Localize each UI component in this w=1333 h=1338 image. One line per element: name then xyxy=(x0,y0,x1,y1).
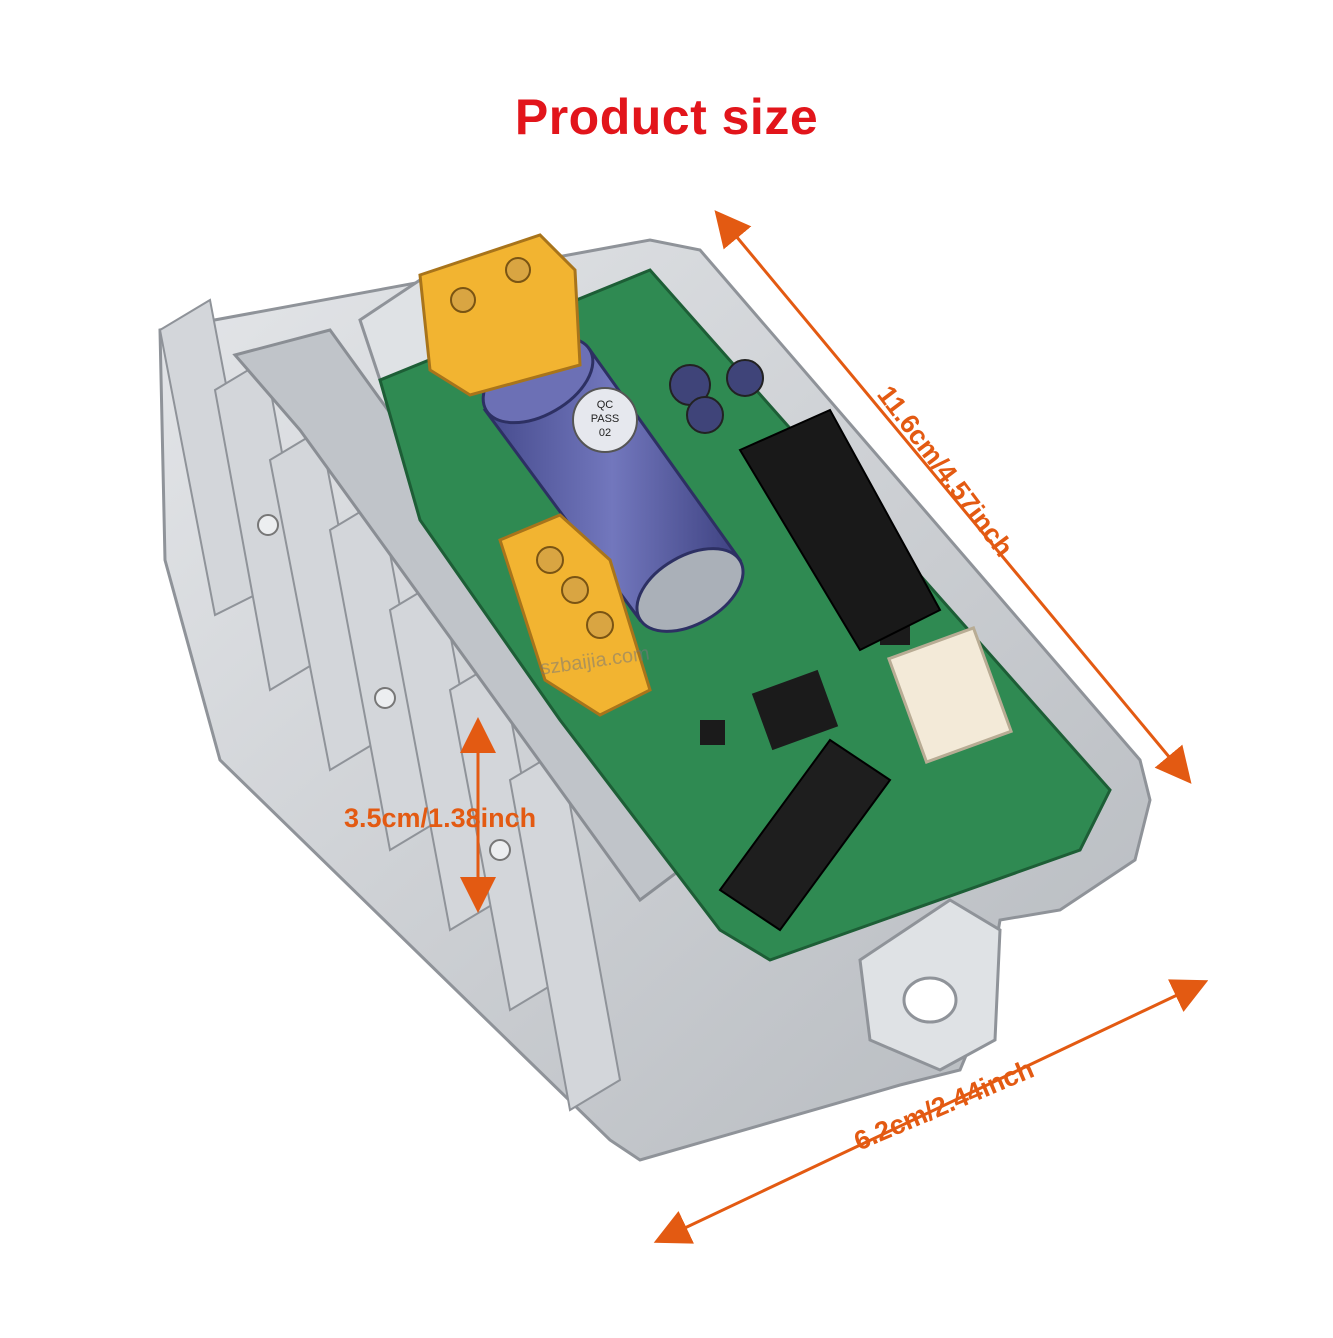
xt-connector-bottom xyxy=(498,513,652,717)
xt-connector-top xyxy=(418,233,582,397)
qc-line3: 02 xyxy=(599,427,611,439)
height-label: 3.5cm/1.38inch xyxy=(344,803,537,833)
width-arrow xyxy=(653,979,1209,1244)
qc-line2: PASS xyxy=(591,413,620,425)
length-arrow xyxy=(714,210,1192,784)
qc-line1: QC xyxy=(597,399,614,411)
page-title: Product size xyxy=(514,89,819,145)
